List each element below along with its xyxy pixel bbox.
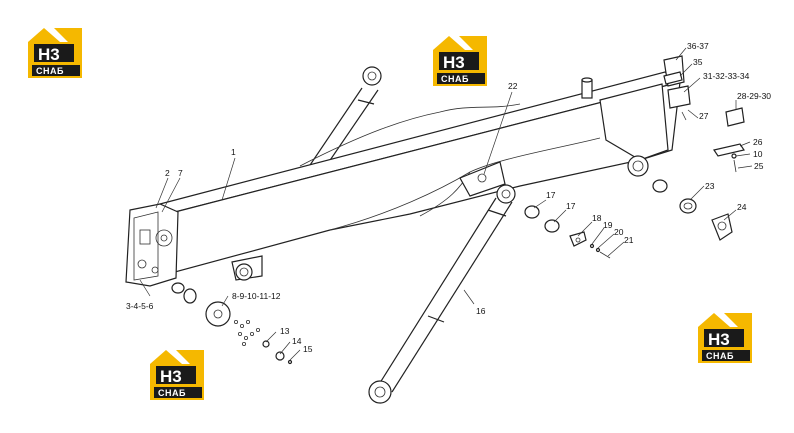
callout-17b: 17 [566, 201, 576, 211]
callout-28-29-30: 28-29-30 [737, 91, 771, 101]
callout-13: 13 [280, 326, 290, 336]
brand-logo: H3 СНАБ [28, 28, 82, 78]
callout-36-37: 36-37 [687, 41, 709, 51]
callout-7: 7 [178, 168, 183, 178]
logo-mark: H3 [160, 367, 182, 386]
callout-22: 22 [508, 81, 518, 91]
logo-mark: H3 [708, 330, 730, 349]
callout-24: 24 [737, 202, 747, 212]
callout-26: 26 [753, 137, 763, 147]
callout-3-4-5-6: 3-4-5-6 [126, 301, 154, 311]
callout-labels: 1 2 7 3-4-5-6 8-9-10-11-12 13 14 15 16 1… [126, 41, 771, 354]
callout-14: 14 [292, 336, 302, 346]
small-parts [171, 71, 745, 365]
brand-logo: H3 СНАБ [698, 313, 752, 363]
callout-25: 25 [754, 161, 764, 171]
callout-23: 23 [705, 181, 715, 191]
callout-16: 16 [476, 306, 486, 316]
callout-18: 18 [592, 213, 602, 223]
main-boom [125, 55, 685, 287]
brand-logo: H3 СНАБ [433, 36, 487, 86]
brand-logo: H3 СНАБ [150, 350, 204, 400]
callout-1: 1 [231, 147, 236, 157]
logo-word: СНАБ [706, 351, 734, 361]
logo-mark: H3 [443, 53, 465, 72]
callout-27: 27 [699, 111, 709, 121]
logo-mark: H3 [38, 45, 60, 64]
logo-word: СНАБ [158, 388, 186, 398]
callout-8-12: 8-9-10-11-12 [232, 291, 281, 301]
callout-2: 2 [165, 168, 170, 178]
callout-35: 35 [693, 57, 703, 67]
leader-lines [139, 47, 753, 361]
callout-17a: 17 [546, 190, 556, 200]
callout-15: 15 [303, 344, 313, 354]
logo-word: СНАБ [441, 74, 469, 84]
callout-21: 21 [624, 235, 634, 245]
upper-hydraulic-cylinder [303, 66, 382, 175]
logo-word: СНАБ [36, 66, 64, 76]
callout-10: 10 [753, 149, 763, 159]
callout-19: 19 [603, 220, 613, 230]
callout-31-34: 31-32-33-34 [703, 71, 750, 81]
callout-20: 20 [614, 227, 624, 237]
front-hydraulic-cylinder [368, 184, 516, 404]
